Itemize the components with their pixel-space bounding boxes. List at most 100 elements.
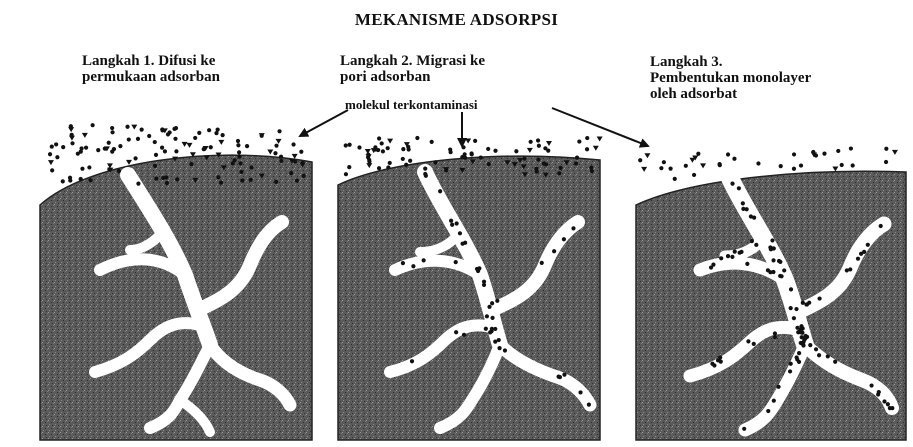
molecule-dot — [536, 157, 540, 161]
molecule-dot — [745, 207, 749, 211]
molecule-dot — [96, 148, 100, 152]
molecule-dot — [239, 170, 243, 174]
molecule-dot — [291, 142, 295, 146]
molecule-dot — [673, 177, 677, 181]
molecule-dot — [221, 133, 225, 137]
molecule-dot — [173, 137, 177, 141]
molecule-dot — [154, 153, 158, 157]
molecule-dot — [153, 164, 157, 168]
molecule-dot — [219, 181, 223, 185]
molecule-dot — [730, 182, 734, 186]
molecule-dot — [401, 157, 405, 161]
molecule-dot — [450, 223, 454, 227]
molecule-dot — [110, 130, 114, 134]
molecule-dot — [696, 152, 700, 156]
molecule-dot — [593, 146, 599, 151]
molecule-dot — [536, 138, 540, 142]
molecule-dot — [822, 151, 826, 155]
molecule-dot — [877, 390, 881, 394]
molecule-dot — [214, 131, 218, 135]
molecule-dot — [50, 168, 54, 172]
molecule-dot — [644, 153, 650, 158]
molecule-dot — [274, 144, 278, 148]
molecule-dot — [546, 141, 552, 146]
molecule-dot — [792, 316, 796, 320]
molecule-dot — [133, 156, 137, 160]
molecule-dot — [107, 141, 111, 145]
molecule-dot — [807, 301, 811, 305]
molecule-dot — [249, 165, 253, 169]
molecule-dot — [401, 147, 405, 151]
molecule-dot — [260, 134, 264, 138]
molecule-dot — [794, 307, 798, 311]
molecule-dot — [377, 166, 381, 170]
molecule-dot — [209, 145, 213, 149]
molecule-dot — [754, 243, 758, 247]
molecule-dot — [486, 147, 490, 151]
molecule-dot — [357, 145, 361, 149]
molecule-dot — [741, 201, 745, 205]
molecule-dot — [267, 149, 273, 154]
molecule-dot — [772, 399, 776, 403]
molecule-dot — [344, 172, 348, 176]
molecule-dot — [154, 177, 158, 181]
molecule-dot — [76, 152, 80, 156]
molecule-dot — [69, 136, 75, 141]
molecule-dot — [514, 149, 518, 153]
molecule-dot — [522, 157, 526, 161]
molecule-dot — [585, 147, 589, 151]
molecule-dot — [236, 143, 240, 147]
molecule-dot — [859, 252, 863, 256]
molecule-dot — [662, 160, 666, 164]
molecule-dot — [68, 127, 74, 132]
molecule-dot — [668, 167, 672, 171]
molecule-dot — [449, 219, 453, 223]
molecule-dot — [463, 152, 467, 156]
molecule-dot — [801, 301, 805, 305]
molecule-dot — [216, 175, 220, 179]
molecule-dot — [233, 158, 237, 162]
molecule-dot — [236, 139, 240, 143]
molecule-dot — [136, 182, 140, 186]
molecule-dot — [344, 143, 348, 147]
molecule-dot — [886, 402, 890, 406]
molecule-dot — [107, 167, 111, 171]
molecule-dot — [485, 314, 489, 318]
molecule-dot — [61, 145, 65, 149]
molecule-dot — [470, 152, 474, 156]
molecule-dot — [112, 147, 116, 151]
molecule-dot — [80, 167, 84, 171]
molecule-dot — [795, 355, 799, 359]
molecule-dot — [91, 123, 95, 127]
molecule-dot — [771, 258, 775, 262]
molecule-dot — [884, 147, 888, 151]
molecule-dot — [716, 358, 720, 362]
molecule-dot — [463, 156, 467, 160]
molecule-dot — [849, 146, 853, 150]
molecule-dot — [240, 178, 244, 182]
molecule-dot — [826, 354, 830, 358]
molecule-dot — [817, 353, 821, 357]
molecule-dot — [182, 142, 188, 147]
molecule-dot — [574, 161, 578, 165]
molecule-dot — [792, 167, 796, 171]
molecule-dot — [766, 409, 770, 413]
molecule-dot — [407, 147, 411, 151]
molecule-dot — [147, 134, 151, 138]
molecule-dot — [495, 299, 499, 303]
molecule-dot — [737, 186, 741, 190]
molecule-dot — [558, 166, 562, 170]
step-1-panel — [40, 155, 312, 440]
molecule-dot — [160, 146, 164, 150]
molecule-dot — [836, 149, 840, 153]
molecule-dot — [562, 373, 566, 377]
molecule-dot — [556, 375, 560, 379]
step-2-panel — [338, 156, 600, 440]
molecule-dot — [160, 127, 164, 131]
molecule-dot — [455, 221, 459, 225]
molecule-dot — [752, 342, 756, 346]
molecule-dot — [433, 160, 437, 164]
molecule-dot — [799, 341, 803, 345]
molecule-dot — [388, 161, 392, 165]
molecule-dot — [186, 143, 192, 148]
